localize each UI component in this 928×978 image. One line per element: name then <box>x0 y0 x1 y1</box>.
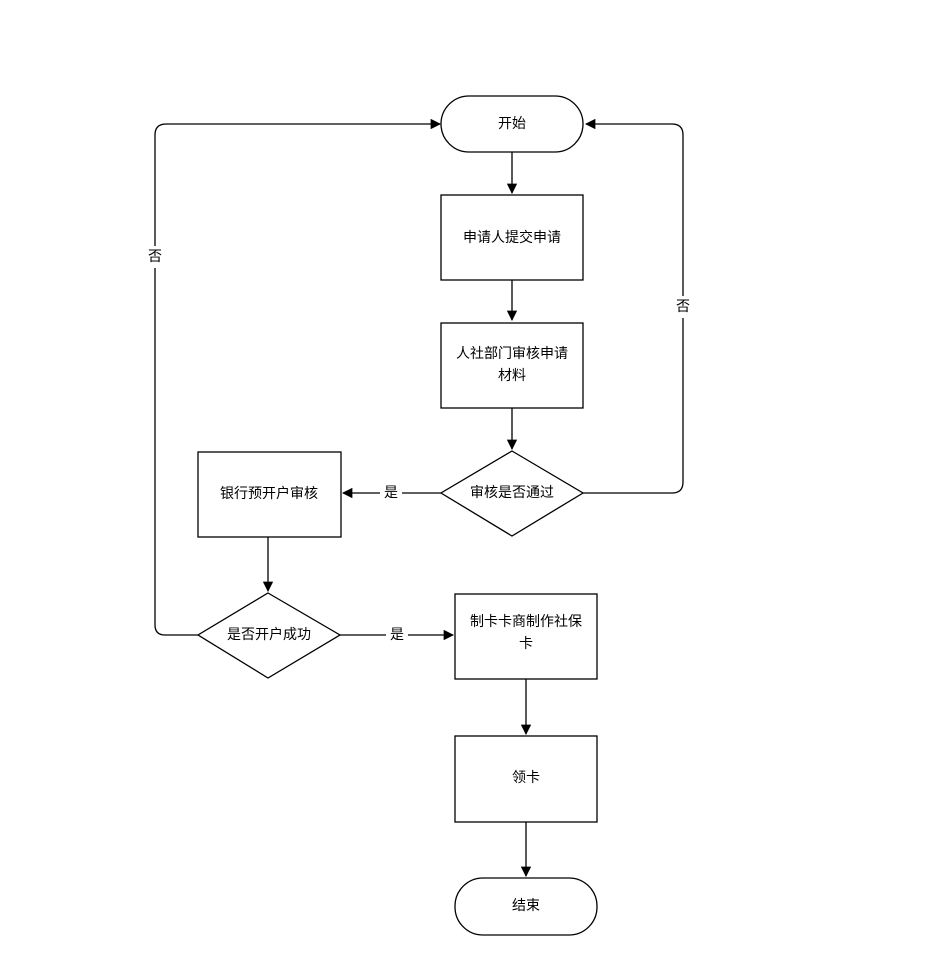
node-open-success-decision: 是否开户成功 <box>196 592 342 679</box>
node-submit-label: 申请人提交申请 <box>463 229 561 246</box>
node-make-card-label-line1: 制卡卡商制作社保 <box>470 614 582 630</box>
node-start: 开始 <box>440 95 584 153</box>
node-make-card: 制卡卡商制作社保 卡 <box>454 593 598 680</box>
node-review-label-line1: 人社部门审核申请 <box>456 346 568 362</box>
edge-open-no-to-start <box>154 118 442 636</box>
node-review-pass-decision: 审核是否通过 <box>439 450 585 537</box>
node-review-pass-label: 审核是否通过 <box>470 485 554 501</box>
node-collect: 领卡 <box>454 735 598 823</box>
node-review: 人社部门审核申请 材料 <box>440 322 584 409</box>
node-make-card-label-line2: 卡 <box>519 636 533 652</box>
node-bank-review: 银行预开户审核 <box>197 451 342 538</box>
node-end: 结束 <box>454 877 598 936</box>
node-open-success-label: 是否开户成功 <box>227 626 311 643</box>
node-submit: 申请人提交申请 <box>440 194 584 281</box>
edge-label-open-yes: 是 <box>390 627 404 643</box>
node-bank-review-label: 银行预开户审核 <box>220 485 318 502</box>
edge-decision-no-to-start <box>583 118 684 494</box>
node-start-label: 开始 <box>498 116 526 132</box>
edge-label-open-no: 否 <box>148 249 162 265</box>
edge-label-review-no: 否 <box>676 299 690 315</box>
node-collect-label: 领卡 <box>512 770 540 786</box>
node-review-label-line2: 材料 <box>498 368 526 384</box>
node-end-label: 结束 <box>512 898 540 914</box>
edge-label-review-yes: 是 <box>384 485 398 501</box>
